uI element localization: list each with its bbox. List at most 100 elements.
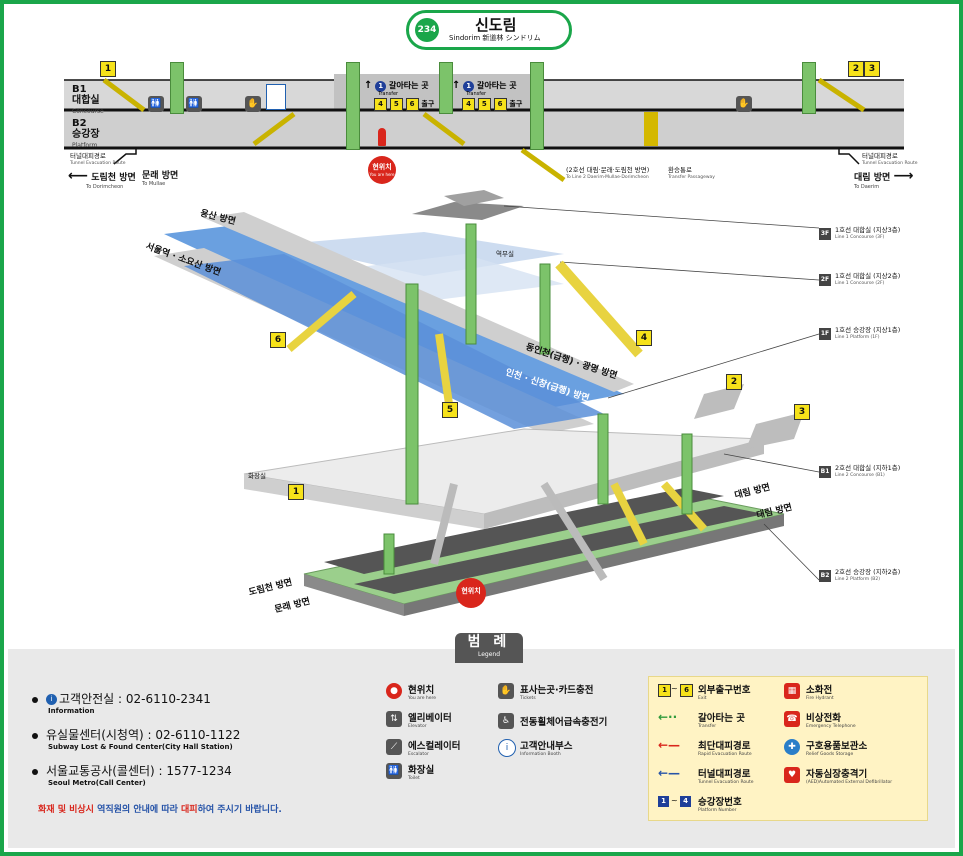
- line1-badge: 1: [375, 81, 387, 92]
- legend-col2-2-ko: 고객안내부스: [520, 741, 573, 752]
- warning-a: 화재 및 비상시: [38, 805, 94, 815]
- b2-ko: 승강장: [72, 129, 100, 140]
- red-evacuation-arrow-icon: ←—: [658, 738, 681, 752]
- legend-col1-0-en: You are here: [408, 696, 437, 701]
- info-0-sub: Information: [48, 707, 95, 715]
- relief-goods-icon: ✚: [784, 739, 800, 755]
- b1-ko: 대합실: [72, 95, 100, 106]
- bullet-icon: [32, 768, 38, 775]
- arrow-right-icon: ⟶: [893, 168, 914, 184]
- exit-2-marker: 2: [726, 374, 742, 390]
- info-1-text: 유실물센터(시청역) : 02-6110-1122: [46, 728, 241, 742]
- exit-2-marker: 2: [848, 61, 864, 77]
- green-transfer-arrow-icon: ←··: [658, 710, 678, 724]
- exit-6-marker: 6: [405, 98, 419, 111]
- legend-col3-0-en: Exit: [698, 696, 707, 701]
- info-booth-icon: [266, 84, 286, 110]
- exit-3-marker: 3: [864, 61, 880, 77]
- legend-col1-0-ko: 현위치: [408, 685, 435, 696]
- legend-col3-3-en: Tunnel Evacuation Route: [698, 780, 754, 785]
- current-pos-en: You are here: [369, 172, 395, 177]
- floor-1f-ko: 1호선 승강장 (지상1층): [835, 326, 901, 334]
- label-toilet-b1: 화장실: [248, 472, 266, 480]
- floor-b1-en: Line 2 Concourse (B1): [835, 473, 885, 478]
- elevator-shaft: [802, 62, 816, 114]
- b1-en: Concourse: [72, 108, 104, 115]
- tunnel-route-right: 터널대피경로 Tunnel Evacuation Route: [862, 152, 918, 168]
- b1-code: B1: [72, 84, 87, 95]
- exit-5-marker: 5: [442, 402, 458, 418]
- floor-b2-en: Line 2 Platform (B2): [835, 577, 880, 582]
- floor-callout-2f: 1호선 대합실 (지상2층)Line 1 Concourse (2F): [835, 272, 900, 288]
- station-badge: 234 신도림 Sindorim 新道林 シンドリム: [406, 10, 572, 50]
- mullae-en: To Mullae: [142, 181, 166, 187]
- legend-col2-1-ko: 전동휠체어급속충전기: [520, 717, 608, 728]
- transfer-label: 갈아타는 곳: [476, 81, 517, 90]
- transfer-sub: Transfer: [378, 91, 399, 97]
- bullet-icon: [32, 696, 38, 703]
- legend-col4-0-ko: 소화전: [806, 685, 833, 696]
- legend-col4-2-en: Relief Goods Storage: [806, 752, 854, 757]
- fire-hydrant-icon: ▦: [784, 683, 800, 699]
- exit-word: 출구: [509, 100, 523, 108]
- legend-platform-range-end: 4: [680, 796, 691, 807]
- aed-icon: ♥: [784, 767, 800, 783]
- legend-col3-2-ko: 최단대피경로: [698, 741, 751, 752]
- legend-col3-1-ko: 갈아타는 곳: [698, 713, 746, 724]
- legend-exit-range-end: 6: [680, 684, 693, 697]
- floor-3f-ko: 1호선 대합실 (지상3층): [835, 226, 901, 234]
- info-1-sub: Subway Lost & Found Center(City Hall Sta…: [48, 743, 233, 751]
- exit-5-marker: 5: [477, 98, 491, 111]
- exit-word: 출구: [421, 100, 435, 108]
- floor-callout-3f: 1호선 대합실 (지상3층)Line 1 Concourse (3F): [835, 226, 900, 242]
- warning-b: 역직원의 안내에 따라: [93, 805, 182, 815]
- info-icon: i: [46, 694, 57, 705]
- b1-floor-label: B1 대합실 Concourse: [72, 84, 104, 117]
- range-tilde: ~: [671, 796, 678, 805]
- exit-6-marker: 6: [270, 332, 286, 348]
- elevator-shaft: [439, 62, 453, 114]
- direction-mullae: 문래 방면 To Mullae: [142, 168, 178, 187]
- legend-col1-3-ko: 화장실: [408, 765, 435, 776]
- elevator-icon: ⇅: [386, 711, 402, 727]
- person-icon: [378, 128, 386, 146]
- floor-b1-ko: 2호선 대합실 (지하1층): [835, 464, 901, 472]
- current-position-marker: 현위치 You are here: [368, 156, 396, 184]
- floor-2f-en: Line 1 Concourse (2F): [835, 281, 885, 286]
- transfer-passage-note: 환승통로 Transfer Passageway: [668, 166, 715, 182]
- legend-col4-0-en: Fire Hydrant: [806, 696, 834, 701]
- station-office-text: 역무실: [496, 250, 514, 258]
- transfer-sign-2: ↑ 1 갈아타는 곳 Transfer 4 5 6 출구: [452, 80, 530, 111]
- warning-c: 대피: [181, 805, 198, 815]
- tunnel-left-ko: 터널대피경로: [70, 152, 106, 160]
- legend-col2-0-en: Tickets: [520, 696, 536, 701]
- line2-dir-en: To Line 2 Daerim·Mullae·Dorimcheon: [566, 175, 649, 180]
- wheelchair-charger-icon: ♿: [498, 713, 514, 729]
- floor-code-b1: B1: [819, 466, 831, 478]
- blue-tunnel-arrow-icon: ←—: [658, 766, 681, 780]
- transfer-label: 갈아타는 곳: [388, 81, 429, 90]
- exit-1-marker: 1: [288, 484, 304, 500]
- legend-col3-4-ko: 승강장번호: [698, 797, 742, 808]
- station-name: 신도림: [475, 16, 517, 34]
- exit-4-marker: 4: [374, 98, 387, 111]
- legend-col4-3-ko: 자동심장충격기: [806, 769, 868, 780]
- legend-col4-1-en: Emergency Telephone: [806, 724, 856, 729]
- legend-col2-0-ko: 표사는곳·카드충전: [520, 685, 594, 696]
- line1-badge: 1: [463, 81, 475, 92]
- direction-daerim: 대림 방면 ⟶ To Daerim: [854, 168, 913, 190]
- floor-1f-en: Line 1 Platform (1F): [835, 335, 880, 340]
- legend-col4-1-ko: 비상전화: [806, 713, 841, 724]
- exit-4-marker: 4: [636, 330, 652, 346]
- tunnel-right-en: Tunnel Evacuation Route: [862, 161, 918, 166]
- emergency-phone-icon: ☎: [784, 711, 800, 727]
- bullet-icon: [32, 732, 38, 739]
- isometric-station-diagram: [154, 190, 820, 616]
